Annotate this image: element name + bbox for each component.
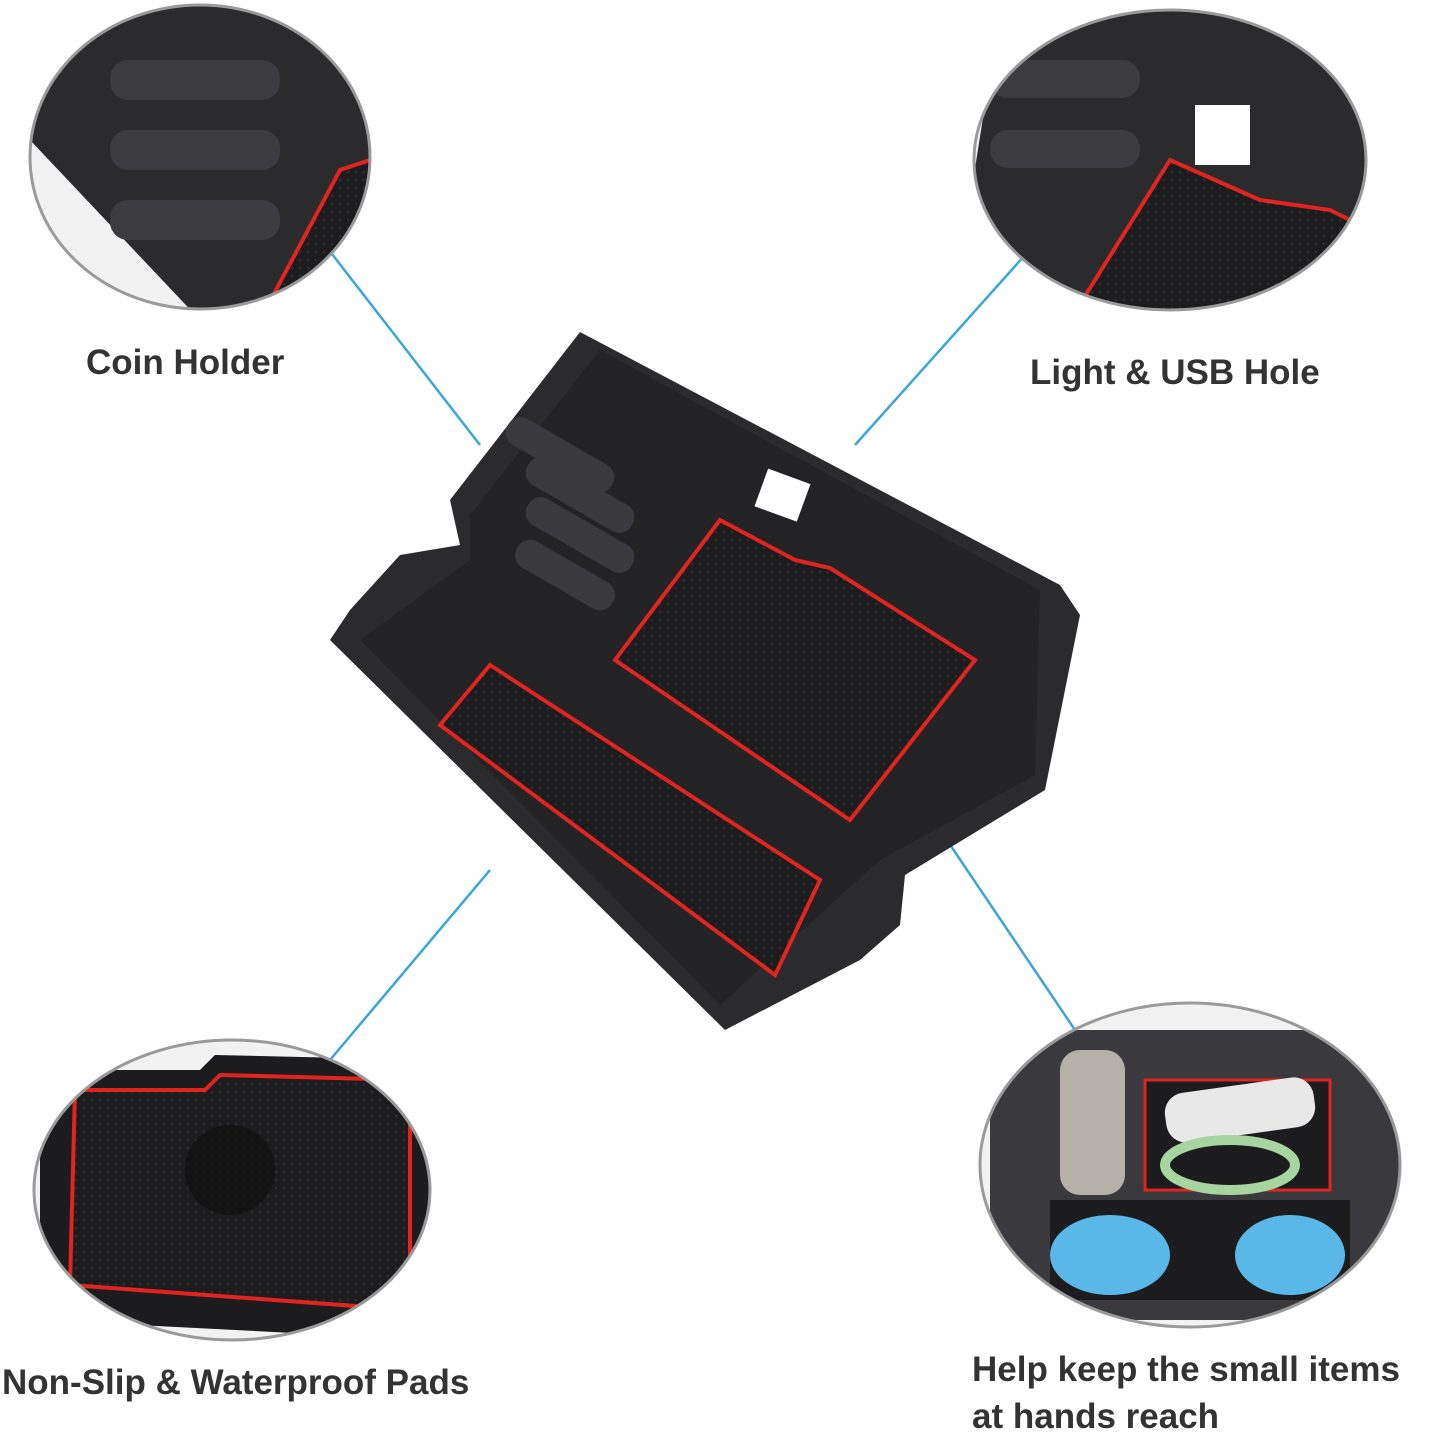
cable	[1160, 1135, 1300, 1195]
leader-line-pads	[329, 869, 491, 1061]
leader-line-usb	[854, 254, 1026, 446]
leader-lines	[324, 244, 1077, 1061]
label-small-items-line2: at hands reach	[972, 1397, 1220, 1436]
label-coin-holder: Coin Holder	[86, 343, 285, 382]
leader-line-coin	[324, 244, 481, 446]
center-tray	[330, 332, 1080, 1030]
detail-circle-small-items	[980, 1003, 1400, 1327]
pad-lower	[437, 662, 823, 979]
detail-circle-pads	[34, 1040, 430, 1340]
coins	[1060, 1050, 1125, 1195]
leader-line-items	[928, 814, 1077, 1031]
label-light-usb-hole: Light & USB Hole	[1030, 353, 1320, 392]
label-non-slip-pads: Non-Slip & Waterproof Pads	[2, 1363, 470, 1402]
sunglasses-lens	[1050, 1215, 1170, 1295]
detail-circle-light-usb	[974, 10, 1366, 310]
gum-pack	[1164, 1077, 1316, 1143]
label-small-items-line1: Help keep the small items	[972, 1350, 1400, 1389]
detail-circle-coin-holder	[30, 5, 370, 309]
usb-hole-detail	[1195, 105, 1250, 165]
pad-upper	[612, 517, 978, 823]
usb-hole	[754, 468, 811, 522]
